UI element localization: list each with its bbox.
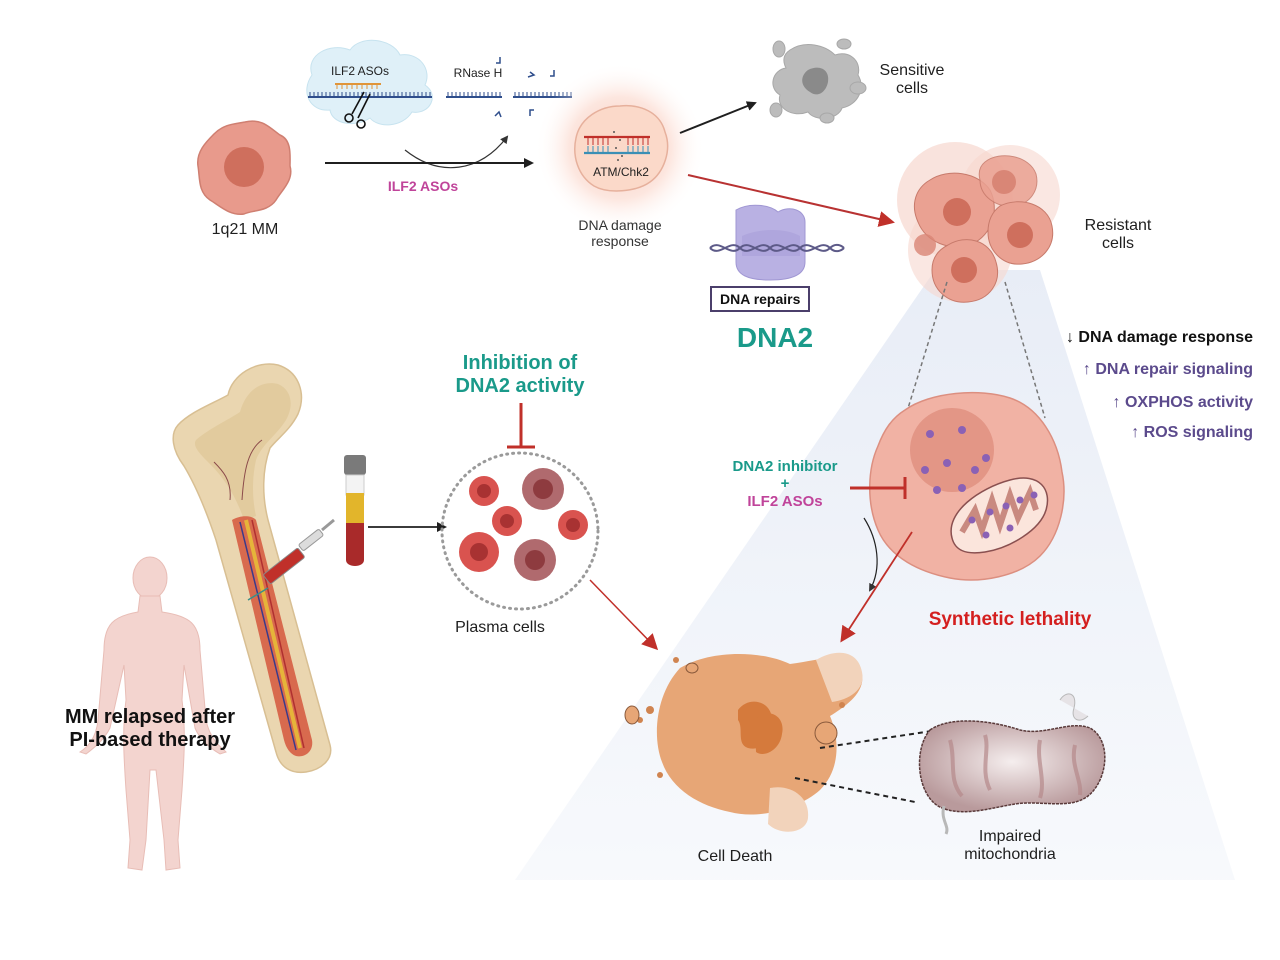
femur-bone-icon [172, 363, 332, 774]
arrow-up-icon: ↑ [1082, 361, 1091, 378]
zoom-line-left [904, 281, 948, 419]
resistant-cells-icon [897, 142, 1060, 303]
synthetic-lethality-label: Synthetic lethality [928, 609, 1092, 630]
sensitive-arrow [679, 101, 757, 134]
source-cell-label: 1q21 MM [211, 221, 279, 238]
ddr-caption-line2: response [591, 233, 649, 250]
ddr-caption: DNA damage response [560, 217, 680, 249]
dna-repairs-box: DNA repairs [710, 286, 811, 312]
plasma-cells-circle [440, 451, 600, 611]
aso-complex-label: ILF2 ASOs [330, 64, 390, 78]
resistant-line1: Resistant [1084, 217, 1152, 234]
mm-cell-icon [197, 120, 292, 215]
treatment-line2: ILF2 ASOs [747, 492, 823, 510]
plasma-cells-icon [459, 468, 588, 581]
resistant-line2: cells [1101, 235, 1134, 253]
inhibition-line1: Inhibition of [462, 352, 578, 374]
syringe-icon [247, 518, 335, 601]
arrow-down-icon: ↓ [1065, 329, 1074, 346]
patient-line2: PI-based therapy [69, 729, 231, 751]
impaired-mitochondria-icon [918, 693, 1106, 835]
patient-line1: MM relapsed after [64, 706, 236, 728]
arrow-up-icon: ↑ [1131, 424, 1140, 441]
effect-ros-up: ↑ ROS signaling [1131, 424, 1253, 441]
dna2-enzyme-icon [709, 204, 845, 281]
resistant-arrow [687, 174, 895, 227]
effect-ddr-down: ↓ DNA damage response [1065, 329, 1253, 346]
sensitive-cell-icon [769, 38, 867, 124]
cleavage-curve-arrow [404, 135, 509, 169]
mito-zoom-line-bottom [794, 777, 916, 803]
patient-silhouette-icon [78, 556, 227, 871]
arrow-up-icon: ↑ [1112, 394, 1121, 411]
treatment-label: DNA2 inhibitor + ILF2 ASOs [710, 458, 860, 510]
inhibition-line2: DNA2 activity [455, 375, 585, 397]
aso-complex-icon [306, 39, 433, 126]
blood-tube-icon [344, 455, 366, 566]
dna2-title: DNA2 [736, 322, 814, 353]
resistant-cells-label: Resistant cells [1068, 217, 1168, 254]
mito-line2: mitochondria [964, 846, 1056, 864]
aso-arrow-label: ILF2 ASOs [387, 178, 459, 194]
plasma-to-death-arrow [589, 579, 659, 651]
cell-death-label: Cell Death [697, 848, 773, 865]
treatment-plus: + [780, 475, 790, 493]
ddr-caption-line1: DNA damage [578, 217, 662, 233]
inhibition-label: Inhibition of DNA2 activity [430, 352, 610, 398]
sensitive-line2: cells [895, 80, 928, 98]
sensitive-cells-label: Sensitive cells [862, 62, 962, 99]
zoom-line-right [1004, 281, 1046, 419]
impaired-mitochondria-label: Impaired mitochondria [950, 828, 1070, 865]
treatment-curve-arrow [863, 517, 878, 592]
rnase-label: RNase H [453, 66, 503, 80]
lethality-arrow [840, 531, 913, 643]
ddr-cell-label: ATM/Chk2 [593, 165, 649, 179]
dead-cell-icon [624, 652, 863, 832]
ddr-cell-icon [574, 104, 669, 192]
mito-line1: Impaired [978, 828, 1042, 845]
effect-oxphos-up: ↑ OXPHOS activity [1112, 394, 1254, 411]
treatment-line1: DNA2 inhibitor [732, 458, 838, 475]
effect-dna-repair-up: ↑ DNA repair signaling [1082, 361, 1253, 378]
patient-label: MM relapsed after PI-based therapy [30, 706, 270, 752]
resistant-cell-detail-icon [869, 391, 1065, 581]
scissors-icon [344, 91, 371, 129]
plasma-cells-label: Plasma cells [455, 619, 545, 636]
sensitive-line1: Sensitive [879, 62, 945, 79]
